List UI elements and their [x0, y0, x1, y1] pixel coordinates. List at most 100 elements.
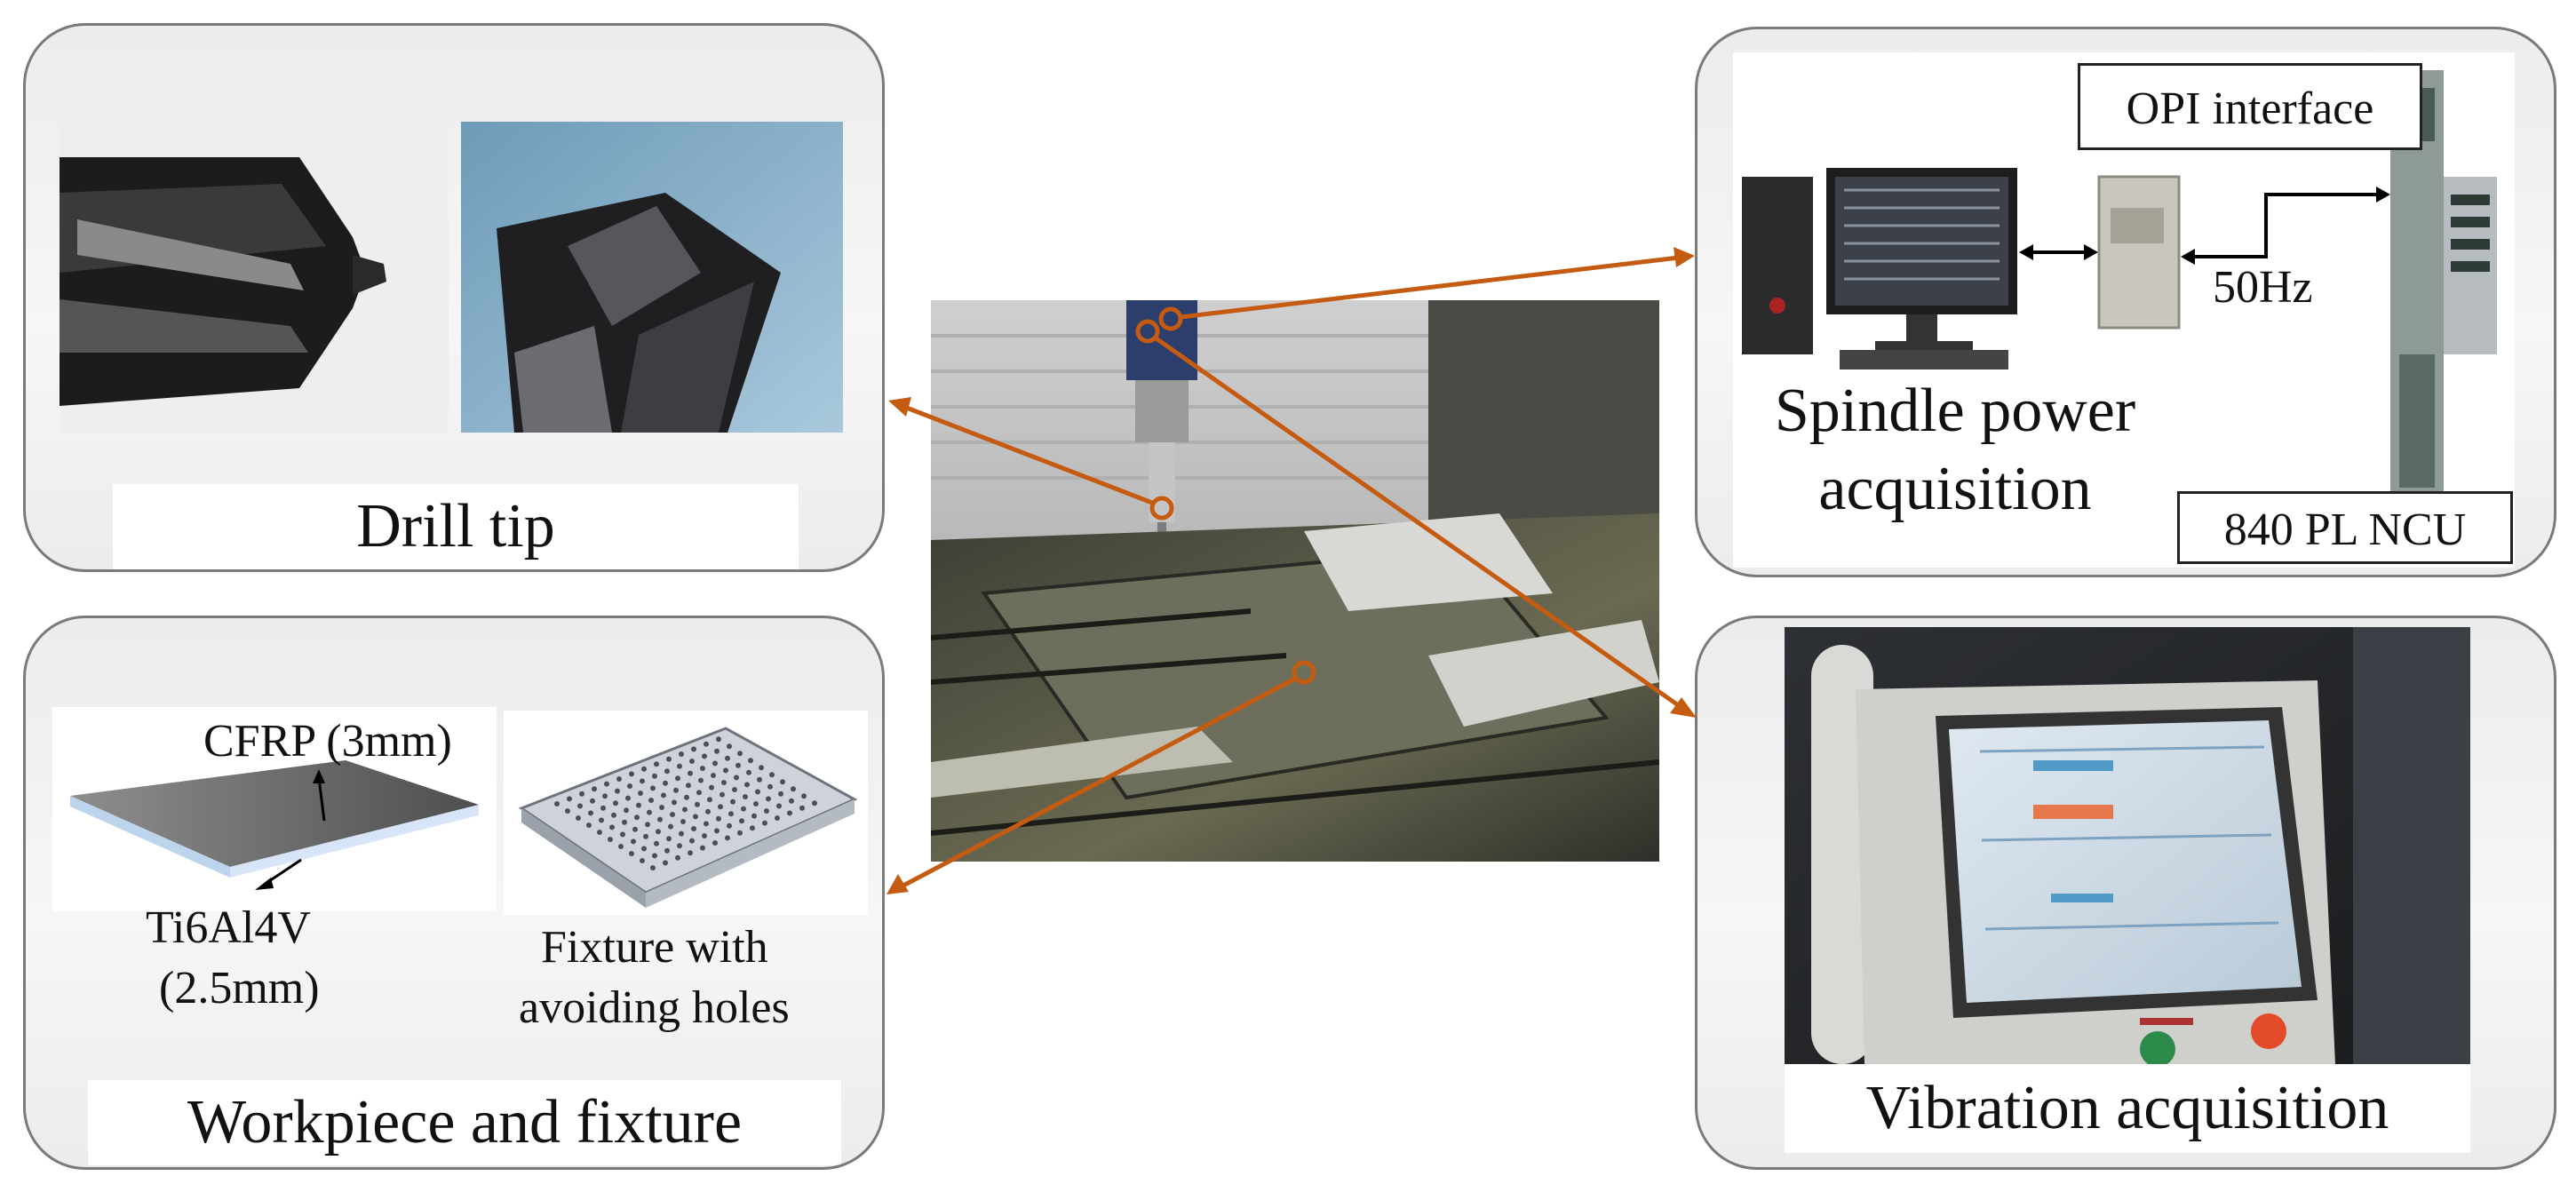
fixture-hole	[727, 743, 732, 750]
fixture-hole	[739, 818, 744, 824]
vibration-caption: Vibration acquisition	[1785, 1064, 2470, 1153]
fixture-hole	[693, 814, 698, 820]
fixture-hole	[712, 760, 718, 767]
fixture-hole	[704, 741, 709, 747]
opi-adapter	[2097, 175, 2181, 330]
fixture-hole	[751, 813, 757, 819]
fixture-hole	[638, 791, 643, 796]
fixture-hole	[554, 801, 560, 807]
fixture-hole	[691, 746, 696, 752]
fixture-hole	[688, 770, 693, 776]
fixture-hole	[659, 805, 664, 810]
workpiece-fixture-caption: Workpiece and fixture	[88, 1080, 841, 1165]
layer-pointer-arrows	[255, 769, 326, 890]
fixture-hole	[652, 853, 657, 859]
fixture-hole	[705, 808, 711, 815]
fixture-hole	[602, 793, 608, 799]
vibration-device-photo	[1785, 627, 2470, 1064]
fixture-hole	[661, 792, 666, 799]
fixture-hole	[622, 819, 627, 825]
fixture-hole	[675, 775, 680, 782]
fixture-hole	[620, 831, 625, 838]
fixture-hole	[712, 840, 718, 846]
cfrp-label: CFRP (3mm)	[203, 716, 452, 767]
fixture-hole	[645, 822, 650, 828]
workpiece-marker	[1292, 660, 1316, 685]
fixture-hole	[769, 772, 775, 778]
fixture-hole	[634, 815, 640, 821]
fixture-hole	[668, 823, 673, 830]
fixture-hole	[698, 777, 704, 783]
drill-tip-photo-side	[60, 122, 449, 433]
fixture-hole	[625, 795, 631, 801]
fixture-hole	[812, 800, 817, 807]
fixture-hole	[679, 751, 684, 757]
ncu-label: 840 PL NCU	[2177, 491, 2513, 564]
fixture-hole	[680, 819, 686, 824]
fixture-hole	[604, 781, 609, 787]
fixture-hole	[652, 773, 657, 779]
green-button	[2140, 1031, 2175, 1064]
fixture-hole	[762, 820, 767, 826]
fixture-hole	[720, 791, 725, 798]
fixture-hole	[775, 815, 780, 821]
fixture-hole	[716, 736, 721, 743]
fixture-hole	[641, 766, 647, 772]
fixture-hole	[716, 815, 721, 822]
fixture-hole	[764, 808, 769, 814]
fixture-hole	[695, 801, 700, 807]
fixture-hole	[577, 803, 583, 809]
tip-marker	[1149, 496, 1174, 521]
fixture-hole	[657, 816, 663, 823]
arrow-to-spindle-panel	[1180, 255, 1680, 320]
fixture-hole	[611, 812, 616, 818]
fixture-hole	[629, 851, 634, 856]
fixture-hole	[725, 835, 730, 841]
fixture-hole	[691, 826, 696, 831]
spindle-caption-line1: Spindle power	[1774, 377, 2136, 445]
fixture-hole	[636, 802, 641, 808]
fixture-hole	[702, 753, 707, 759]
fixture-hole	[640, 778, 645, 784]
fixture-hole	[609, 824, 615, 830]
fixture-hole	[643, 833, 648, 839]
drill-tip-caption: Drill tip	[113, 484, 799, 569]
fixture-hole	[759, 765, 764, 771]
fixture-hole	[801, 793, 807, 799]
fixture-drawing	[504, 711, 868, 915]
fixture-hole	[615, 788, 620, 794]
fixture-hole	[689, 838, 695, 844]
fixture-hole	[624, 807, 629, 814]
fixture-hole	[776, 803, 782, 809]
fixture-hole	[664, 768, 670, 775]
ti-label-line1: Ti6Al4V	[146, 902, 311, 953]
keyboard	[1840, 350, 2008, 370]
tool-marker	[1135, 319, 1160, 344]
vibration-panel: Vibration acquisition	[1695, 616, 2556, 1170]
fixture-hole	[672, 799, 677, 806]
drill-tip-photo-front	[461, 122, 843, 433]
arrow-to-drill-panel	[903, 404, 1153, 505]
fixture-hole	[631, 838, 636, 845]
fixture-hole	[737, 751, 743, 757]
arrow-to-vibration-panel	[1153, 335, 1685, 711]
opi-interface-label: OPI interface	[2078, 63, 2422, 150]
fixture-hole	[608, 837, 613, 842]
fixture-hole	[679, 830, 684, 837]
fixture-hole	[673, 787, 679, 793]
fixture-hole	[734, 775, 739, 781]
fixture-hole	[666, 756, 672, 762]
fixture-hole	[735, 762, 741, 768]
spindle-caption-line2: acquisition	[1818, 455, 2092, 523]
fixture-hole	[588, 810, 593, 816]
fixture-hole	[576, 815, 581, 821]
fixture-hole	[686, 783, 691, 789]
arrow-to-workpiece-panel	[900, 676, 1297, 889]
fixture-hole	[616, 776, 622, 782]
fixture-hole	[632, 826, 638, 832]
fixture-hole	[791, 786, 796, 792]
fixture-hole	[666, 836, 672, 842]
spindle-marker	[1158, 306, 1183, 331]
fixture-hole	[732, 787, 737, 792]
